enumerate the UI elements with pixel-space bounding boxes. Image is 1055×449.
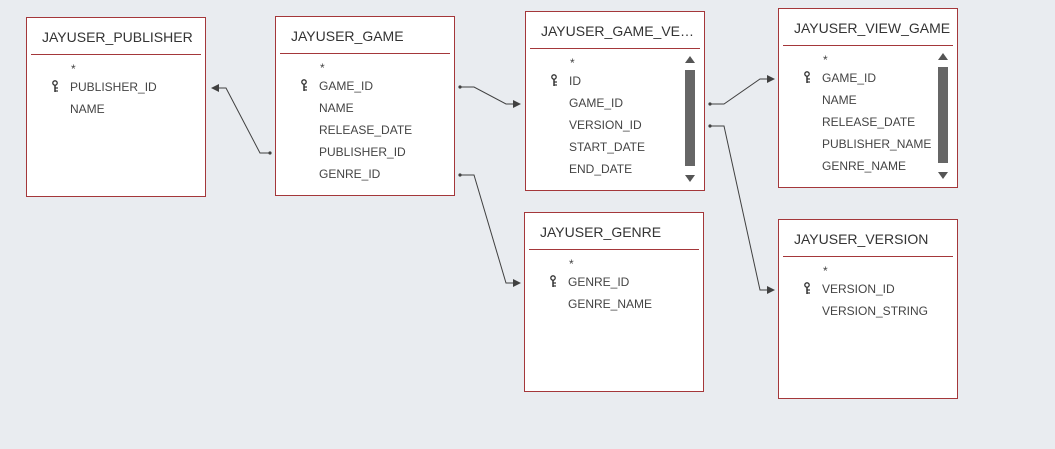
title-divider bbox=[280, 53, 450, 54]
field-row[interactable]: START_DATE bbox=[526, 136, 704, 158]
primary-key-icon bbox=[301, 79, 307, 91]
title-divider bbox=[783, 256, 953, 257]
field-all[interactable]: * bbox=[525, 251, 703, 271]
field-list: * VERSION_ID VERSION_STRING bbox=[779, 258, 957, 322]
field-row[interactable]: END_DATE bbox=[526, 158, 704, 180]
primary-key-icon bbox=[804, 282, 810, 294]
field-row[interactable]: PUBLISHER_ID bbox=[27, 76, 205, 98]
scroll-down-arrow-icon[interactable] bbox=[685, 175, 695, 182]
table-title[interactable]: JAYUSER_GAME_VERSI... bbox=[541, 23, 700, 39]
field-name: NAME bbox=[822, 93, 857, 107]
field-row[interactable]: ID bbox=[526, 70, 704, 92]
scroll-thumb[interactable] bbox=[938, 67, 948, 163]
field-name: PUBLISHER_ID bbox=[70, 80, 157, 94]
field-row[interactable]: GAME_ID bbox=[779, 67, 957, 89]
field-name: VERSION_ID bbox=[569, 118, 642, 132]
field-name: VERSION_STRING bbox=[822, 304, 929, 318]
field-name: PUBLISHER_ID bbox=[319, 145, 406, 159]
field-row[interactable]: GENRE_NAME bbox=[779, 155, 957, 177]
table-publisher[interactable]: JAYUSER_PUBLISHER * PUBLISHER_ID NAME bbox=[26, 17, 206, 197]
link-game-gameversion[interactable] bbox=[458, 85, 521, 108]
scroll-up-arrow-icon[interactable] bbox=[685, 56, 695, 63]
field-name: GENRE_ID bbox=[568, 275, 630, 289]
field-row[interactable]: GAME_ID bbox=[276, 75, 454, 97]
field-name: PUBLISHER_NAME bbox=[822, 137, 932, 151]
table-game-version[interactable]: JAYUSER_GAME_VERSI... * ID GAME_ID VERSI… bbox=[525, 11, 705, 191]
table-title[interactable]: JAYUSER_PUBLISHER bbox=[42, 29, 193, 45]
field-all[interactable]: * bbox=[526, 50, 704, 70]
field-name: GENRE_NAME bbox=[568, 297, 653, 311]
primary-key-icon bbox=[550, 275, 556, 287]
field-row[interactable]: GENRE_NAME bbox=[525, 293, 703, 315]
field-name: * bbox=[569, 257, 574, 271]
field-row[interactable]: RELEASE_DATE bbox=[276, 119, 454, 141]
field-row[interactable]: VERSION_ID bbox=[526, 114, 704, 136]
table-title[interactable]: JAYUSER_VIEW_GAME bbox=[794, 20, 951, 36]
field-name: * bbox=[823, 264, 828, 278]
field-row[interactable]: GENRE_ID bbox=[276, 163, 454, 185]
field-all[interactable]: * bbox=[276, 55, 454, 75]
field-name: GAME_ID bbox=[822, 71, 877, 85]
table-version[interactable]: JAYUSER_VERSION * VERSION_ID VERSION_STR… bbox=[778, 219, 958, 399]
title-divider bbox=[783, 45, 953, 46]
title-divider bbox=[31, 54, 201, 55]
table-title[interactable]: JAYUSER_VERSION bbox=[794, 231, 929, 247]
field-row[interactable]: RELEASE_DATE bbox=[779, 111, 957, 133]
field-list: * GENRE_ID GENRE_NAME bbox=[525, 251, 703, 315]
link-gameversion-version[interactable] bbox=[708, 124, 775, 294]
field-row[interactable]: PUBLISHER_NAME bbox=[779, 133, 957, 155]
field-row[interactable]: NAME bbox=[276, 97, 454, 119]
primary-key-icon bbox=[52, 80, 58, 92]
field-name: GAME_ID bbox=[569, 96, 624, 110]
field-row[interactable]: NAME bbox=[27, 98, 205, 120]
field-name: VERSION_ID bbox=[822, 282, 895, 296]
field-row[interactable]: VERSION_STRING bbox=[779, 300, 957, 322]
field-list: * PUBLISHER_ID NAME bbox=[27, 56, 205, 120]
table-title[interactable]: JAYUSER_GAME bbox=[291, 28, 404, 44]
title-divider bbox=[529, 249, 699, 250]
scroll-thumb[interactable] bbox=[685, 70, 695, 166]
field-name: GENRE_ID bbox=[319, 167, 381, 181]
field-all[interactable]: * bbox=[779, 47, 957, 67]
table-view-game[interactable]: JAYUSER_VIEW_GAME * GAME_ID NAME RELEASE… bbox=[778, 8, 958, 188]
field-name: RELEASE_DATE bbox=[822, 115, 916, 129]
primary-key-icon bbox=[804, 71, 810, 83]
field-name: * bbox=[320, 61, 325, 75]
field-name: GAME_ID bbox=[319, 79, 374, 93]
field-row[interactable]: VERSION_ID bbox=[779, 278, 957, 300]
table-title[interactable]: JAYUSER_GENRE bbox=[540, 224, 662, 240]
field-row[interactable]: PUBLISHER_ID bbox=[276, 141, 454, 163]
field-name: START_DATE bbox=[569, 140, 646, 154]
link-game-publisher[interactable] bbox=[211, 84, 272, 155]
link-game-genre[interactable] bbox=[458, 173, 521, 287]
table-genre[interactable]: JAYUSER_GENRE * GENRE_ID GENRE_NAME bbox=[524, 212, 704, 392]
title-divider bbox=[530, 48, 700, 49]
primary-key-icon bbox=[551, 74, 557, 86]
link-gameversion-viewgame[interactable] bbox=[708, 75, 775, 106]
field-list: * GAME_ID NAME RELEASE_DATE PUBLISHER_NA… bbox=[779, 47, 957, 177]
field-row[interactable]: NAME bbox=[779, 89, 957, 111]
field-name: * bbox=[71, 62, 76, 76]
scroll-down-arrow-icon[interactable] bbox=[938, 172, 948, 179]
field-row[interactable]: GENRE_ID bbox=[525, 271, 703, 293]
field-name: RELEASE_DATE bbox=[319, 123, 413, 137]
field-list: * GAME_ID NAME RELEASE_DATE PUBLISHER_ID… bbox=[276, 55, 454, 185]
field-name: END_DATE bbox=[569, 162, 633, 176]
scroll-up-arrow-icon[interactable] bbox=[938, 53, 948, 60]
table-game[interactable]: JAYUSER_GAME * GAME_ID NAME RELEASE_DATE… bbox=[275, 16, 455, 196]
field-name: GENRE_NAME bbox=[822, 159, 907, 173]
field-name: * bbox=[570, 56, 575, 70]
vertical-scrollbar[interactable] bbox=[684, 54, 696, 184]
field-all[interactable]: * bbox=[27, 56, 205, 76]
field-list: * ID GAME_ID VERSION_ID START_DATE END_D… bbox=[526, 50, 704, 180]
vertical-scrollbar[interactable] bbox=[937, 51, 949, 181]
field-name: NAME bbox=[70, 102, 105, 116]
field-name: NAME bbox=[319, 101, 354, 115]
field-all[interactable]: * bbox=[779, 258, 957, 278]
field-name: ID bbox=[569, 74, 581, 88]
field-name: * bbox=[823, 53, 828, 67]
field-row[interactable]: GAME_ID bbox=[526, 92, 704, 114]
